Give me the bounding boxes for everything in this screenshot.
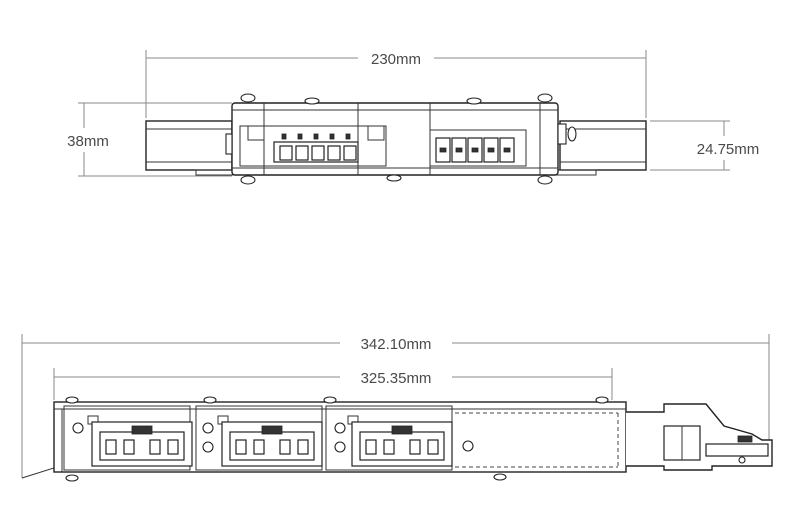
- top-bracket-height-label: 24.75mm: [697, 141, 760, 158]
- side-screw: [557, 123, 567, 145]
- side-view: 342.10mm 325.35mm: [21, 334, 773, 482]
- top-bracket-height-dimension: 24.75mm: [650, 120, 760, 171]
- side-body-dimension: 325.35mm: [53, 368, 613, 400]
- side-screw: [65, 396, 79, 404]
- side-connector-3: [325, 405, 453, 471]
- side-screw: [595, 396, 609, 404]
- bottom-screw: [537, 175, 553, 185]
- face-screw: [334, 422, 346, 434]
- bottom-screw: [386, 174, 402, 182]
- face-screw: [462, 440, 474, 452]
- face-screw: [202, 441, 214, 453]
- top-connector-right: [429, 129, 527, 167]
- top-screw: [537, 93, 553, 103]
- top-screw: [304, 97, 320, 105]
- side-screw: [567, 126, 577, 142]
- top-height-label: 38mm: [67, 133, 109, 150]
- side-overall-label: 342.10mm: [361, 336, 432, 353]
- left-bracket: [145, 120, 233, 171]
- face-screw: [72, 422, 84, 434]
- face-screw: [202, 422, 214, 434]
- top-width-label: 230mm: [371, 51, 421, 68]
- top-view: 230mm 38mm 24.75mm: [67, 50, 760, 185]
- side-body-label: 325.35mm: [361, 370, 432, 387]
- side-screw: [493, 473, 507, 481]
- side-screw: [225, 133, 233, 155]
- side-overall-dimension: 342.10mm: [21, 334, 770, 478]
- top-screw: [466, 97, 482, 105]
- bottom-screw: [240, 175, 256, 185]
- side-screw: [203, 396, 217, 404]
- top-screw: [240, 93, 256, 103]
- face-screw: [334, 441, 346, 453]
- side-screw: [323, 396, 337, 404]
- top-connector-left: [239, 125, 387, 167]
- side-connector-1: [63, 405, 193, 471]
- side-connector-2: [195, 405, 323, 471]
- side-screw: [65, 474, 79, 482]
- top-height-dimension: 38mm: [67, 102, 232, 177]
- side-end-bracket: [626, 403, 773, 471]
- top-width-dimension: 230mm: [145, 50, 647, 118]
